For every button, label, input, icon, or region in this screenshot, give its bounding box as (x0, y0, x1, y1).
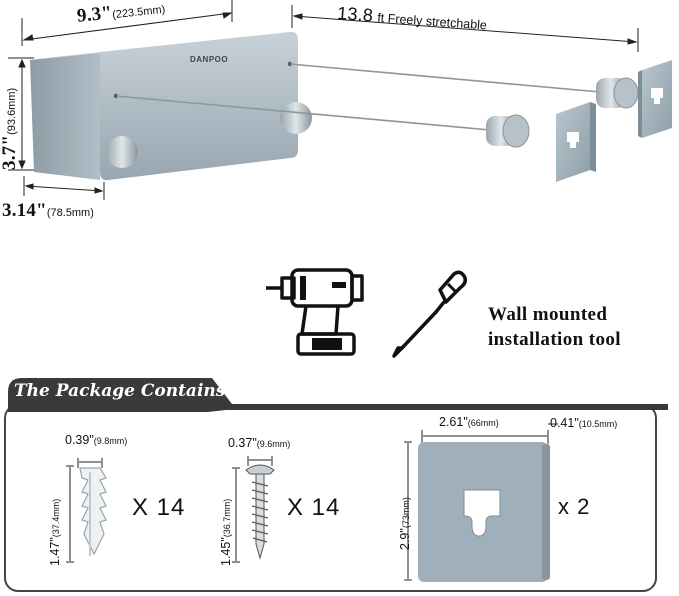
plate-height: 2.9" (398, 528, 412, 550)
device-front-face (100, 31, 298, 181)
plate-thickness-label: 0.41"(10.5mm) (550, 414, 617, 432)
screw-length-label: 1.45"(36.7mm) (217, 499, 235, 566)
package-title: The Package Contains (14, 381, 226, 401)
plate-width: 2.61" (439, 415, 468, 429)
plate-width-metric: (66mm) (467, 418, 499, 428)
tool-caption-line2: installation tool (488, 329, 621, 350)
screw-length-metric: (36.7mm) (222, 498, 232, 538)
plate-height-label: 2.9"(73mm) (396, 497, 414, 550)
screwdriver-icon (392, 270, 468, 358)
width-metric: (223.5mm) (111, 3, 166, 22)
device-illustration (8, 0, 672, 200)
screw-quantity: X 14 (287, 494, 341, 521)
anchor-width-label: 0.39"(9.8mm) (65, 431, 127, 449)
wall-plate-front (556, 102, 596, 182)
screw-width: 0.37" (228, 436, 257, 450)
plate-thickness-metric: (10.5mm) (578, 419, 618, 429)
line-length-value: 13.8 (336, 3, 374, 26)
tool-caption: Wall mounted installation tool (488, 302, 621, 352)
anchor-width-metric: (9.8mm) (93, 436, 128, 446)
lower-line-end-cap (486, 114, 530, 148)
anchor-width: 0.39" (65, 433, 94, 447)
height-inches: 3.7" (0, 134, 20, 170)
brand-label: DANPOO (190, 55, 229, 64)
height-metric: (93.6mm) (6, 87, 18, 135)
upper-line (289, 63, 601, 93)
drill-icon (266, 268, 364, 356)
anchor-length-metric: (37.4mm) (51, 498, 61, 538)
height-dimension-line (8, 57, 34, 171)
depth-dimension-line (23, 176, 105, 200)
line-length-dimension (291, 5, 639, 52)
screw-width-label: 0.37"(9.6mm) (228, 434, 290, 452)
plate-quantity: x 2 (558, 494, 591, 519)
width-inches: 9.3" (76, 2, 114, 27)
wall-anchor-illustration (66, 458, 107, 563)
lower-knob (106, 136, 138, 168)
height-label: 3.7"(93.6mm) (0, 88, 21, 170)
upper-knob (280, 102, 312, 134)
screw-width-metric: (9.6mm) (256, 439, 291, 449)
depth-label: 3.14"(78.5mm) (2, 200, 94, 222)
tool-caption-line1: Wall mounted (488, 304, 608, 325)
depth-inches: 3.14" (2, 200, 47, 221)
screw-length: 1.45" (219, 537, 233, 566)
depth-metric: (78.5mm) (46, 207, 94, 219)
device-side-face (30, 52, 100, 180)
anchor-length: 1.47" (48, 537, 62, 566)
wall-plate-illustration (404, 423, 558, 582)
plate-height-metric: (73mm) (401, 497, 411, 529)
lower-line (115, 95, 491, 131)
plate-thickness: 0.41" (550, 416, 579, 430)
screw-illustration (232, 456, 275, 563)
upper-line-end-cap (596, 77, 639, 109)
wall-plate-back (638, 60, 672, 138)
anchor-length-label: 1.47"(37.4mm) (46, 499, 64, 566)
width-dimension-line (21, 0, 233, 46)
package-banner (8, 378, 668, 412)
anchor-quantity: X 14 (132, 494, 186, 521)
plate-width-label: 2.61"(66mm) (439, 413, 499, 431)
